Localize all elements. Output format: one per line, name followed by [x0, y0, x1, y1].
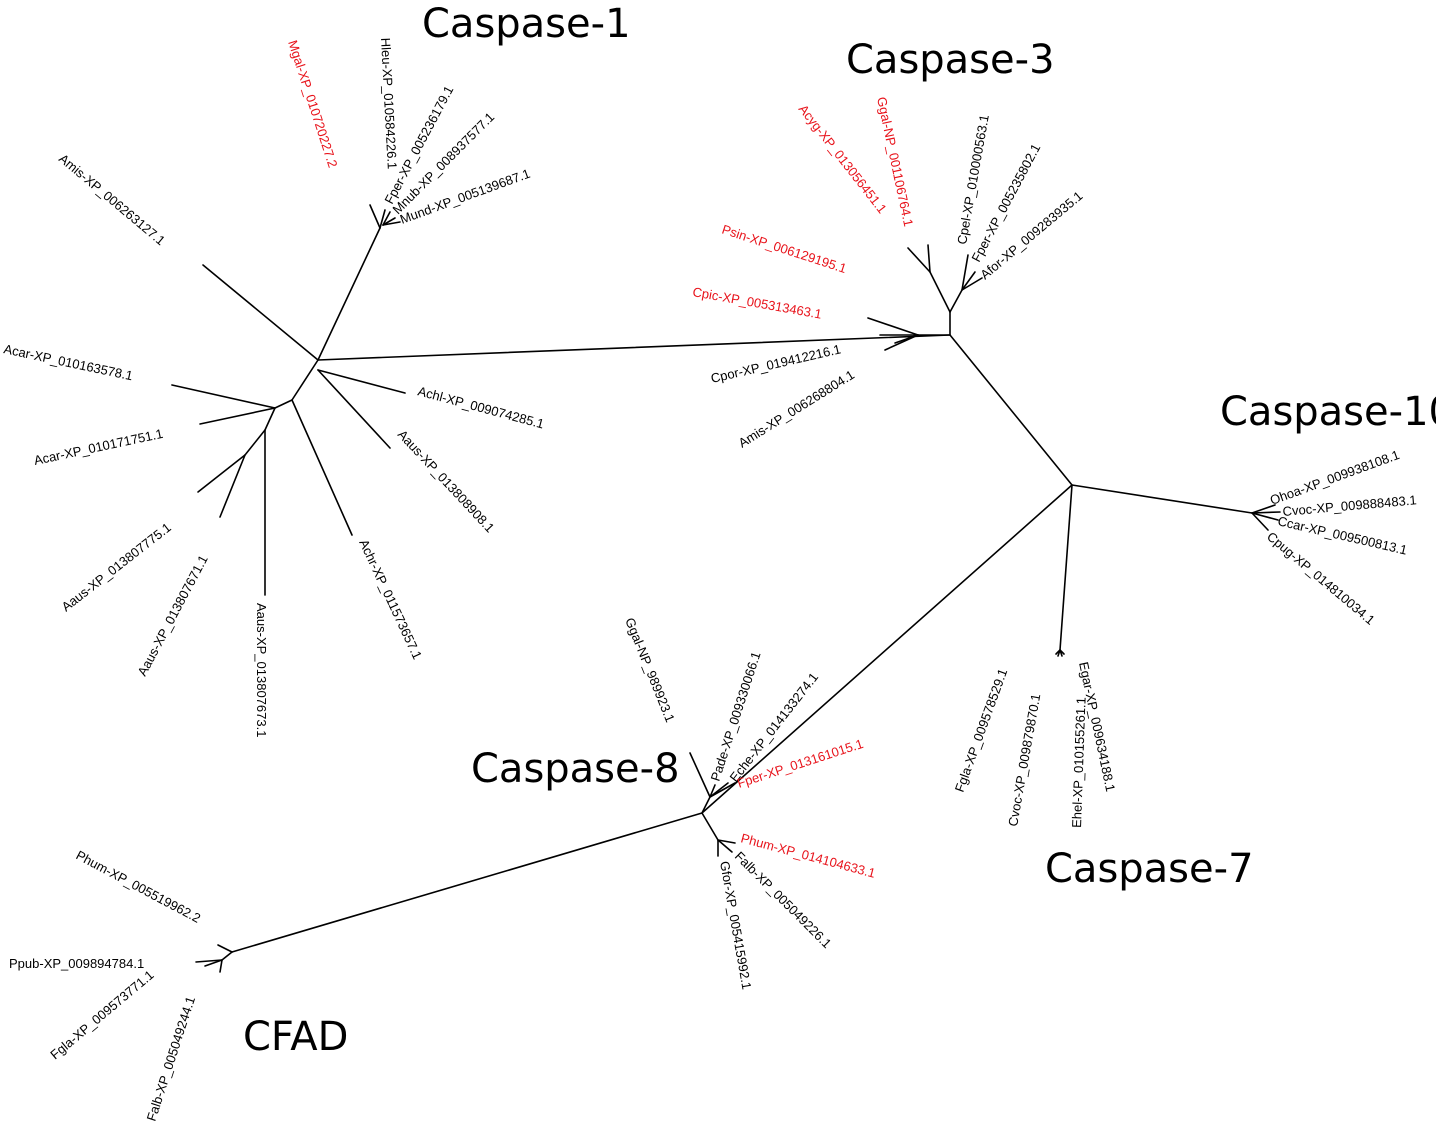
branch-c8-lower — [701, 812, 719, 841]
clade-labels: Caspase-1 Caspase-3 Caspase-10 Caspase-8… — [243, 1, 1436, 1060]
leaf-label: Phum-XP_005519962.2 — [74, 847, 204, 925]
branch-c1-achl — [317, 369, 406, 394]
branch-c1-aaus-671 — [219, 454, 246, 518]
branch-c1-mund — [382, 221, 401, 226]
branch-backbone-c8-c10 — [701, 484, 1073, 814]
branch-c1-lower — [291, 359, 319, 401]
leaf-label: Acar-XP_010163578.1 — [2, 341, 134, 383]
branch-c1-fper — [382, 211, 391, 226]
branch-c1-aaus-808908 — [317, 369, 391, 449]
branch-c8-ggal — [689, 752, 711, 798]
leaf-label: Aaus-XP_013807673.1 — [254, 603, 269, 737]
branch-c1-aaus-775 — [197, 454, 246, 493]
branch-c7-d — [1059, 649, 1065, 655]
branch-c1-acar-751 — [199, 407, 276, 425]
tree-branches — [171, 204, 1281, 973]
leaf-label: Gfor-XP_005415992.1 — [717, 860, 754, 991]
clade-label-caspase-3: Caspase-3 — [846, 37, 1055, 83]
clade-label-caspase-1: Caspase-1 — [422, 1, 631, 47]
leaf-label: Ggal-NP_989923.1 — [622, 616, 678, 725]
leaf-label: Falb-XP_005049244.1 — [144, 995, 198, 1123]
branch-c3-acyg — [907, 247, 931, 273]
branch-c1-mnub — [382, 217, 396, 226]
clade-label-caspase-8: Caspase-8 — [471, 746, 680, 792]
branch-c8-fper — [709, 782, 736, 798]
branch-c10-c3 — [949, 334, 1073, 486]
branch-c1-mgal — [369, 204, 381, 229]
branch-c8-upper — [701, 796, 711, 814]
branch-cfad-falb — [219, 959, 223, 973]
branch-c10-ccar — [1251, 512, 1279, 521]
branch-cfad-fgla — [204, 959, 223, 967]
branch-c3-c1 — [317, 334, 951, 361]
leaf-label: Acar-XP_010171751.1 — [33, 426, 165, 468]
branch-c10-cpug — [1251, 512, 1269, 531]
branch-c3-cpel — [961, 254, 969, 291]
branch-c3-acyg-ggal — [929, 271, 951, 313]
branch-c3-amis — [894, 334, 919, 344]
branch-c10-c7 — [1059, 484, 1073, 651]
branch-c10-clade10 — [1071, 484, 1253, 514]
leaf-label: Fgla-XP_009573771.1 — [47, 967, 156, 1062]
branch-cfad-node — [221, 951, 233, 961]
branch-c1-hleu — [379, 209, 386, 229]
branch-c3-afor — [961, 277, 983, 291]
branch-cfad-ppub — [195, 959, 223, 963]
leaf-label: Aaus-XP_013808908.1 — [395, 427, 498, 536]
branch-c1-aaus-sub — [244, 429, 266, 456]
leaf-label: Psin-XP_006129195.1 — [720, 222, 848, 276]
leaf-label: Cpor-XP_019412216.1 — [709, 341, 842, 386]
branch-c1-acar-group — [274, 399, 293, 409]
branch-c1-achr — [291, 399, 353, 536]
branch-c10-ohoa — [1251, 504, 1276, 514]
leaf-label: Achl-XP_009074285.1 — [416, 383, 546, 431]
branch-c10-cvoc — [1251, 511, 1281, 514]
branch-c1-top — [317, 227, 381, 361]
leaf-label: Achr-XP_011573657.1 — [356, 537, 425, 662]
branch-c3-ggal — [927, 244, 931, 273]
leaf-label: Mgal-XP_010720227.2 — [285, 38, 340, 169]
leaf-label: Cpic-XP_005313463.1 — [691, 284, 822, 321]
leaf-label: Ppub-XP_009894784.1 — [9, 956, 144, 971]
leaf-label: Hleu-XP_010584226.1 — [378, 37, 400, 169]
branch-c1-aaus-group — [264, 407, 276, 431]
branch-c8-phum — [717, 839, 736, 844]
leaf-label: Aaus-XP_013807775.1 — [59, 520, 174, 615]
leaf-label: Ehel-XP_010155261.1 — [1069, 697, 1089, 828]
branch-c3-right — [949, 289, 963, 313]
branch-c8-pade — [709, 784, 716, 798]
clade-label-caspase-10: Caspase-10 — [1220, 389, 1436, 435]
leaf-label: Cvoc-XP_009879870.1 — [1005, 693, 1043, 828]
branch-c1-acar-578 — [171, 384, 276, 409]
branch-c8-falb — [717, 839, 733, 853]
leaf-label: Acyg-XP_013056451.1 — [796, 102, 890, 217]
branch-c8-cfad — [231, 812, 703, 953]
leaf-label: Amis-XP_006268804.1 — [736, 367, 857, 451]
branch-c1-amis — [202, 264, 319, 361]
clade-label-cfad: CFAD — [243, 1014, 348, 1060]
branch-cfad-phum — [217, 944, 233, 953]
branch-c3-psin — [867, 317, 919, 336]
leaf-label: Aaus-XP_013807671.1 — [134, 553, 210, 679]
leaf-label: Amis-XP_006263127.1 — [56, 151, 168, 248]
clade-label-caspase-7: Caspase-7 — [1045, 846, 1254, 892]
leaf-label: Fgla-XP_009578529.1 — [952, 667, 1011, 794]
branch-c3-fper — [961, 271, 976, 291]
